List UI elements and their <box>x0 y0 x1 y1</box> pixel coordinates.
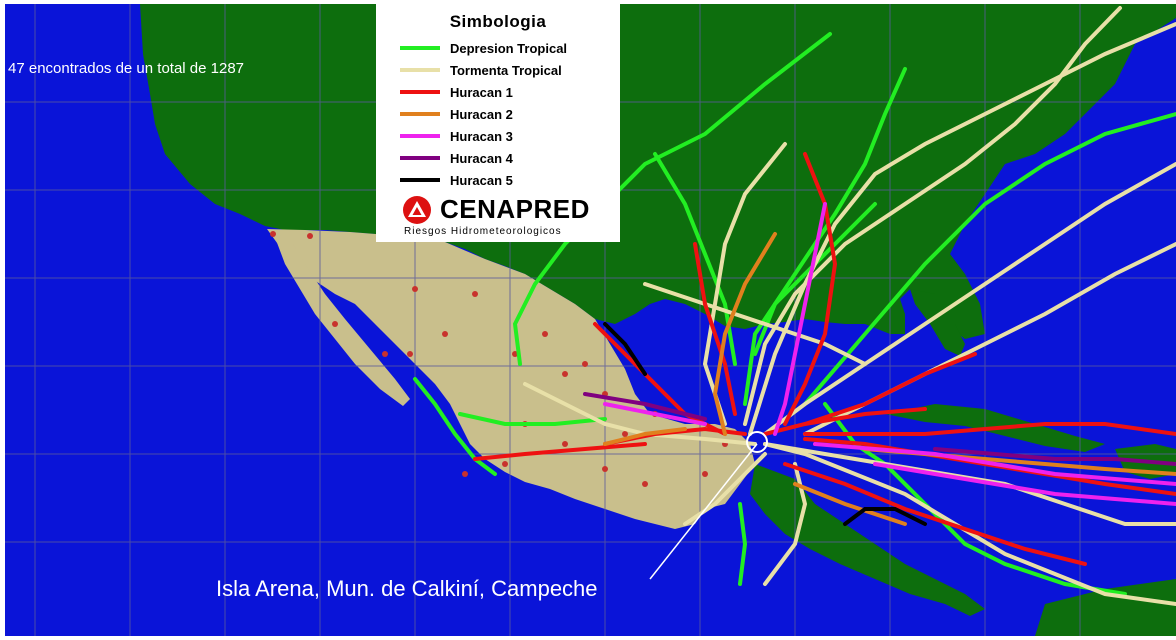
cenapred-logo-icon <box>403 195 431 224</box>
tracks-huracan-3 <box>603 202 1176 506</box>
legend-item-depresion-tropical: Depresion Tropical <box>400 38 567 58</box>
legend-swatch <box>400 90 440 94</box>
legend-swatch <box>400 134 440 138</box>
legend-label: Huracan 1 <box>450 84 513 100</box>
results-count-text: 47 encontrados de un total de 1287 <box>8 60 245 77</box>
legend-label: Huracan 3 <box>450 128 513 144</box>
location-pointer-line <box>649 443 758 580</box>
brand-name: CENAPRED <box>440 194 590 224</box>
legend-swatch <box>400 68 440 72</box>
legend-swatch <box>400 156 440 160</box>
location-label: Isla Arena, Mun. de Calkiní, Campeche <box>216 576 598 601</box>
tracks-huracan-5 <box>603 322 927 526</box>
brand-subtitle: Riesgos Hidrometeorologicos <box>404 226 562 237</box>
legend-label: Tormenta Tropical <box>450 62 562 78</box>
legend-item-huracan-4: Huracan 4 <box>400 148 513 168</box>
legend-item-tormenta-tropical: Tormenta Tropical <box>400 60 562 80</box>
legend-title: Simbologia <box>449 12 547 31</box>
legend-item-huracan-1: Huracan 1 <box>400 82 513 102</box>
legend-swatch <box>400 178 440 182</box>
legend-label: Depresion Tropical <box>450 40 568 56</box>
central-america <box>750 464 985 616</box>
legend-item-huracan-5: Huracan 5 <box>400 170 513 190</box>
florida-peninsula <box>910 289 965 356</box>
location-marker[interactable] <box>746 431 768 453</box>
south-america <box>1035 579 1176 636</box>
legend-label: Huracan 2 <box>450 106 513 122</box>
legend-swatch <box>400 112 440 116</box>
tracks-huracan-4 <box>583 392 1176 466</box>
legend-label: Huracan 4 <box>450 150 513 166</box>
legend-item-huracan-3: Huracan 3 <box>400 126 513 146</box>
baja-california <box>273 232 410 406</box>
cenapred-brand: CENAPRED <box>402 194 590 225</box>
storm-tracks <box>413 6 1176 606</box>
state-capital-dots <box>270 231 728 487</box>
legend-label: Huracan 5 <box>450 172 513 188</box>
legend-swatch <box>400 46 440 50</box>
legend-panel: Simbologia Depresion Tropical Tormenta T… <box>376 4 620 242</box>
legend-item-huracan-2: Huracan 2 <box>400 104 513 124</box>
